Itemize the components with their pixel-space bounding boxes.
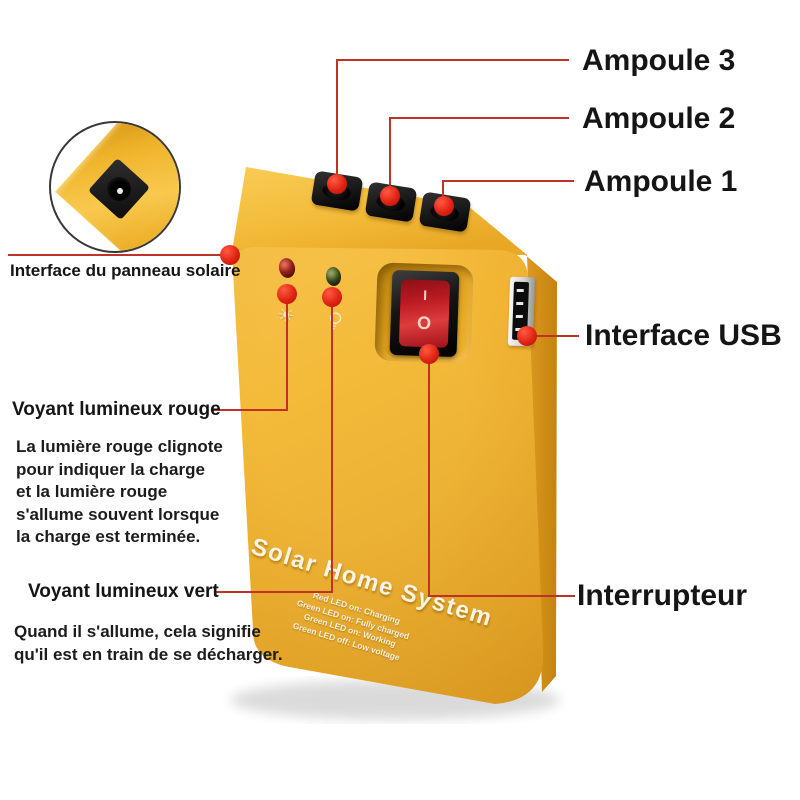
power-switch-rocker: I O (399, 279, 450, 348)
label-voyant-vert: Voyant lumineux vert (28, 581, 219, 602)
description-line: Quand il s'allume, cela signifie (14, 622, 261, 641)
label-ampoule1: Ampoule 1 (584, 165, 738, 198)
switch-off-mark: O (416, 312, 432, 334)
callout-line-ampoule2-v (389, 117, 391, 195)
callout-dot-interrupteur (419, 344, 439, 364)
description-line: qu'il est en train de se décharger. (14, 644, 283, 664)
bulb-icon (325, 310, 344, 338)
voyant-rouge-description: La lumière rouge clignote pour indiquer … (16, 436, 223, 549)
description-line: et la lumière rouge (16, 482, 168, 501)
description-line: la charge est terminée. (16, 527, 201, 546)
label-panneau-solaire: Interface du panneau solaire (10, 261, 241, 280)
callout-line-ampoule1-v (442, 180, 444, 206)
label-ampoule2: Ampoule 2 (582, 102, 736, 135)
callout-line-interrupteur-v (428, 354, 430, 596)
callout-dot-rouge (277, 284, 297, 304)
callout-dot-ampoule3 (327, 174, 347, 194)
callout-line-ampoule3-h (337, 59, 569, 61)
label-ampoule3: Ampoule 3 (582, 44, 736, 77)
callout-dot-ampoule2 (380, 186, 400, 206)
callout-dot-panneau (220, 245, 240, 265)
device-side-face (468, 206, 557, 692)
description-line: pour indiquer la charge (16, 459, 205, 479)
callout-line-ampoule3-v (336, 59, 338, 183)
callout-dot-usb (517, 326, 537, 346)
description-line: La lumière rouge clignote (16, 437, 223, 456)
label-usb: Interface USB (585, 319, 782, 352)
voyant-vert-description: Quand il s'allume, cela signifie qu'il e… (14, 621, 283, 666)
description-line: s'allume souvent lorsque (16, 504, 220, 524)
label-voyant-rouge: Voyant lumineux rouge (12, 399, 221, 420)
callout-line-vert-v (331, 297, 333, 592)
callout-line-rouge-v (286, 294, 288, 410)
callout-line-ampoule2-h (390, 117, 569, 119)
label-interrupteur: Interrupteur (577, 579, 748, 612)
dc-jack-highlight (117, 188, 123, 194)
callout-line-panneau-h (8, 254, 230, 256)
callout-line-ampoule1-h (443, 180, 574, 182)
callout-line-usb-h (527, 335, 579, 337)
dc-jack-magnifier-inset (49, 121, 181, 253)
callout-line-rouge-h (213, 409, 288, 411)
callout-line-interrupteur-h (428, 595, 575, 597)
callout-dot-vert (322, 287, 342, 307)
switch-on-mark: I (422, 286, 428, 304)
callout-dot-ampoule1 (434, 196, 454, 216)
callout-line-vert-h (216, 591, 333, 593)
